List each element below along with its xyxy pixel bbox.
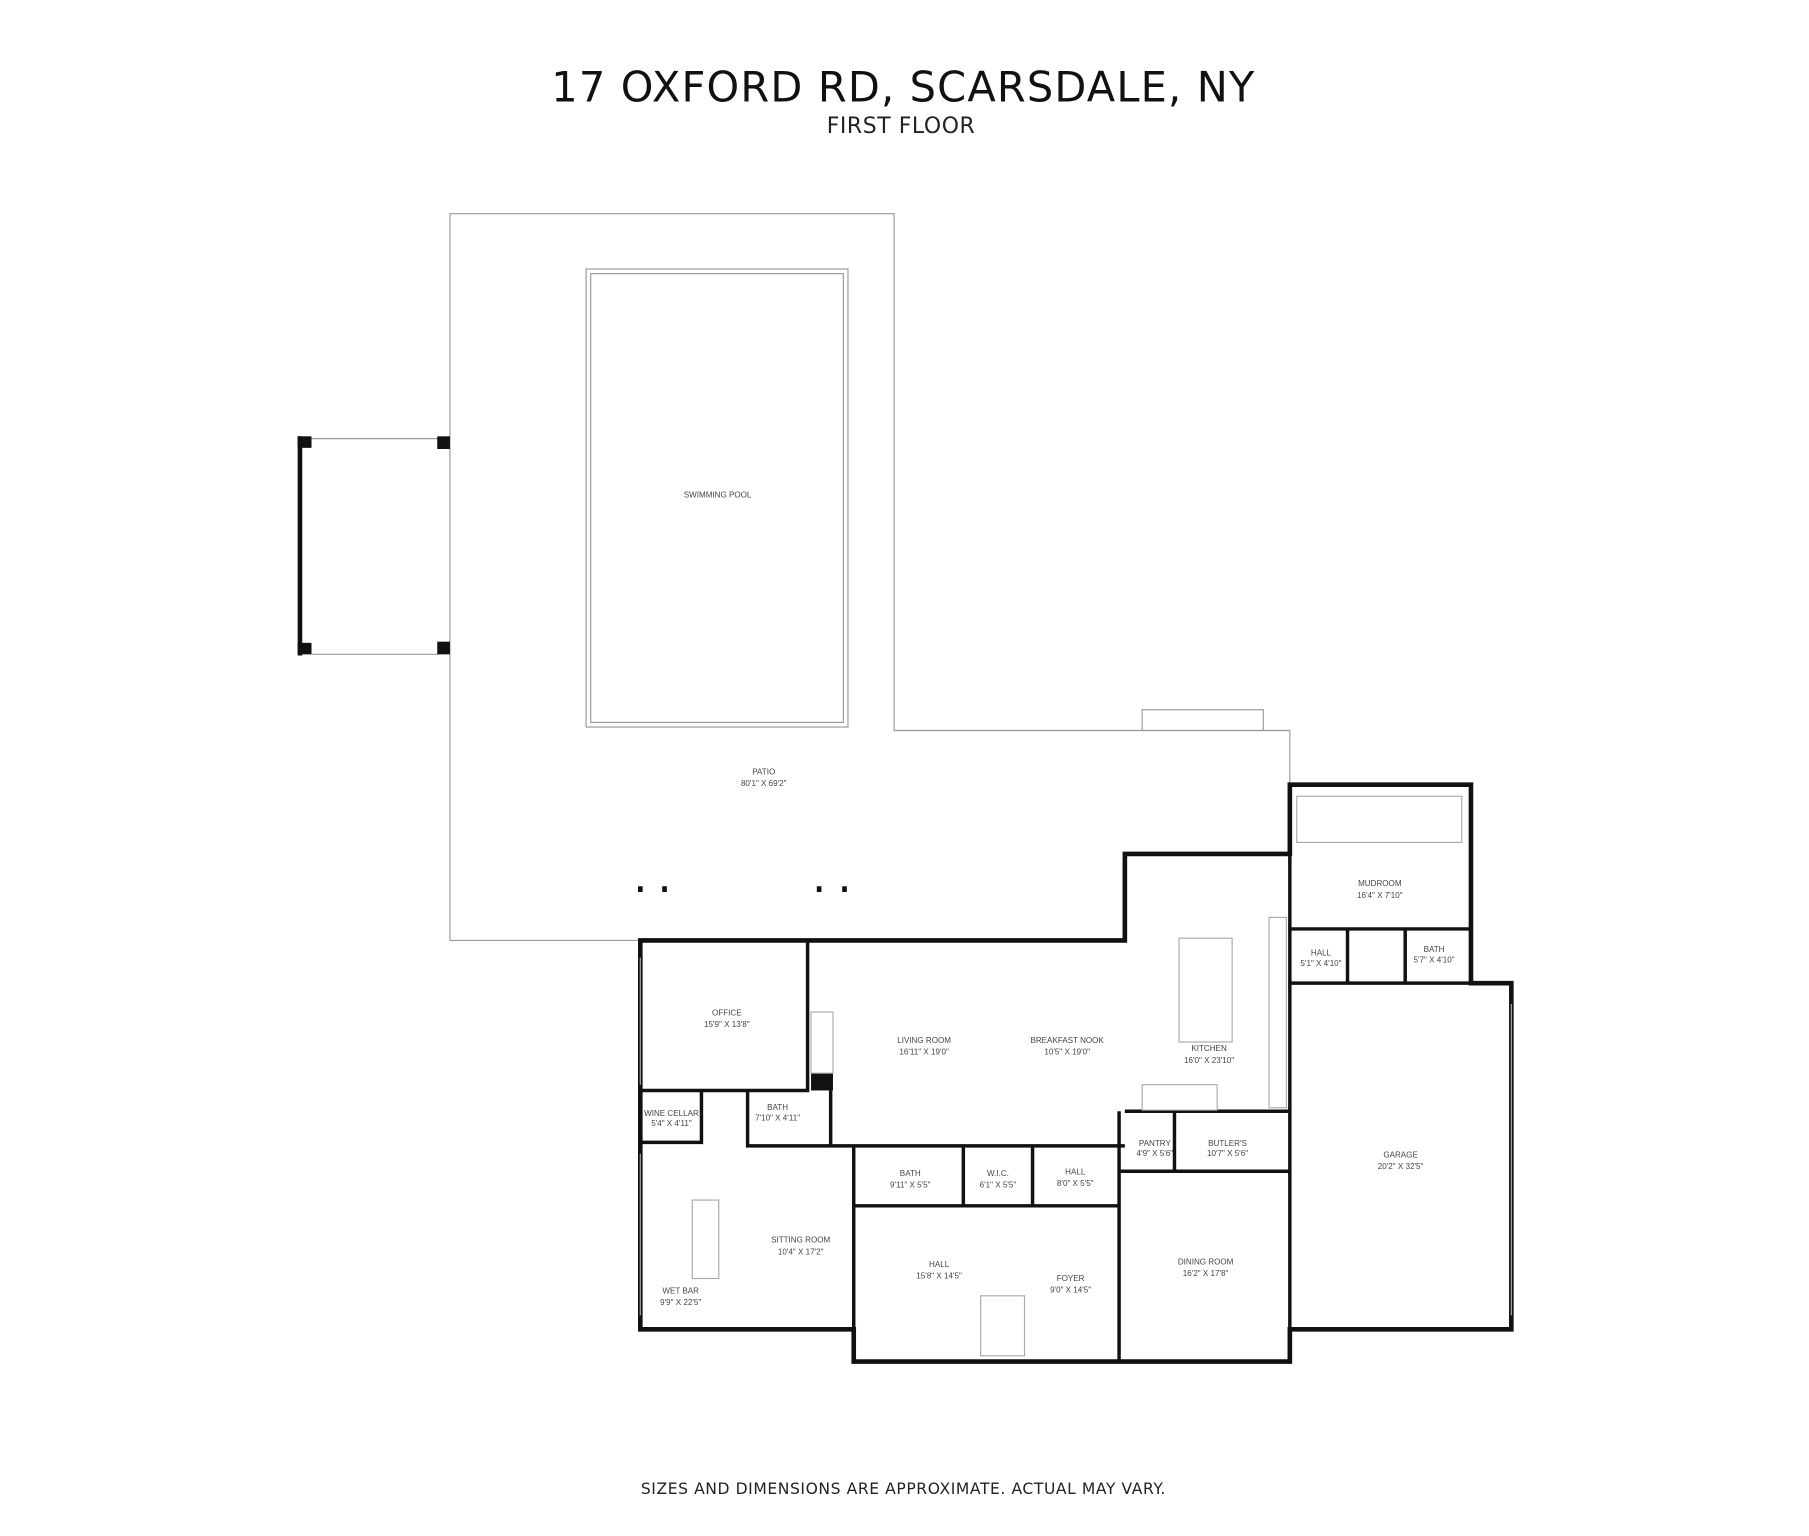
pantry-dims: 4'9" X 5'6" xyxy=(1137,1149,1174,1158)
living-room-label: LIVING ROOM xyxy=(897,1036,951,1045)
plan-title: 17 OXFORD RD, SCARSDALE, NY xyxy=(551,63,1255,112)
hall-main-dims: 15'8" X 14'5" xyxy=(916,1272,962,1281)
butlers-dims: 10'7" X 5'6" xyxy=(1207,1149,1248,1158)
room-labels: SWIMMING POOL PATIO 80'1" X 69'2" MUDROO… xyxy=(644,490,1455,1307)
mudroom-dims: 16'4" X 7'10" xyxy=(1357,891,1403,900)
kitchen-label: KITCHEN xyxy=(1191,1044,1227,1053)
wet-bar-dims: 9'9" X 22'5" xyxy=(660,1298,701,1307)
bath-mud-label: BATH xyxy=(1424,945,1445,954)
sitting-room-label: SITTING ROOM xyxy=(771,1236,830,1245)
sitting-room-dims: 10'4" X 17'2" xyxy=(778,1247,824,1256)
wine-cellar-dims: 5'4" X 4'11" xyxy=(651,1119,692,1128)
wet-bar-label: WET BAR xyxy=(662,1287,699,1296)
dining-room-dims: 16'2" X 17'8" xyxy=(1183,1269,1229,1278)
bath-mud-dims: 5'7" X 4'10" xyxy=(1414,955,1455,964)
office-label: OFFICE xyxy=(712,1008,742,1017)
house-walls xyxy=(637,782,1514,1364)
foyer-label: FOYER xyxy=(1057,1274,1085,1283)
bath-office-label: BATH xyxy=(767,1103,788,1112)
patio-dims: 80'1" X 69'2" xyxy=(741,779,787,788)
office-dims: 15'9" X 13'8" xyxy=(704,1020,750,1029)
hall-main-label: HALL xyxy=(929,1260,950,1269)
dining-room-label: DINING ROOM xyxy=(1178,1258,1234,1267)
hall-mid-label: HALL xyxy=(1065,1168,1086,1177)
plan-subtitle: FIRST FLOOR xyxy=(827,114,976,139)
kitchen-dims: 16'0" X 23'10" xyxy=(1184,1056,1234,1065)
bath-hall-dims: 9'11" X 5'5" xyxy=(890,1180,931,1189)
disclaimer: SIZES AND DIMENSIONS ARE APPROXIMATE. AC… xyxy=(641,1480,1166,1498)
garage-dims: 20'2" X 32'5" xyxy=(1378,1162,1424,1171)
breakfast-nook-dims: 10'5" X 19'0" xyxy=(1044,1048,1090,1057)
butlers-label: BUTLER'S xyxy=(1208,1139,1247,1148)
wine-cellar-label: WINE CELLAR xyxy=(644,1109,699,1118)
mudroom-label: MUDROOM xyxy=(1358,879,1402,888)
hall-small-label: HALL xyxy=(1311,948,1332,957)
living-room-dims: 16'11" X 19'0" xyxy=(899,1048,949,1057)
wic-dims: 6'1" X 5'5" xyxy=(980,1180,1017,1189)
pergola xyxy=(297,436,450,656)
pool-label: SWIMMING POOL xyxy=(684,490,752,499)
wic-label: W.I.C. xyxy=(987,1169,1009,1178)
patio-outline xyxy=(449,213,1291,942)
foyer-dims: 9'0" X 14'5" xyxy=(1050,1285,1091,1294)
pantry-label: PANTRY xyxy=(1139,1139,1172,1148)
bath-office-dims: 7'10" X 4'11" xyxy=(755,1113,800,1122)
breakfast-nook-label: BREAKFAST NOOK xyxy=(1030,1036,1104,1045)
bath-hall-label: BATH xyxy=(900,1169,921,1178)
garage-label: GARAGE xyxy=(1383,1150,1418,1159)
hall-mid-dims: 8'0" X 5'5" xyxy=(1057,1179,1094,1188)
patio-label: PATIO xyxy=(752,767,775,776)
hall-small-dims: 5'1" X 4'10" xyxy=(1300,959,1341,968)
